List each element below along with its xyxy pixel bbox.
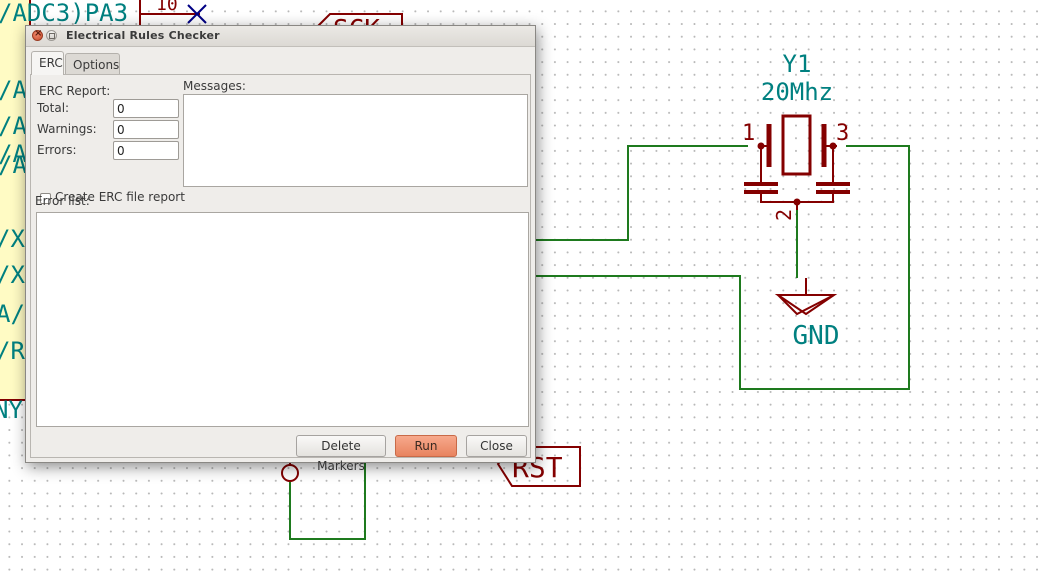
tab-erc[interactable]: ERC — [31, 51, 64, 75]
gnd-symbol[interactable]: GND — [774, 278, 840, 351]
messages-textarea[interactable] — [183, 94, 528, 187]
junction — [793, 198, 801, 206]
create-report-label[interactable]: Create ERC file report — [55, 190, 185, 204]
total-label: Total: — [37, 101, 70, 115]
component-value: 20Mhz — [761, 78, 833, 106]
run-button[interactable]: Run — [395, 435, 457, 457]
create-report-checkbox[interactable] — [40, 193, 51, 204]
wire — [536, 145, 748, 241]
no-connect-marker — [187, 4, 207, 24]
pin-label: /A — [0, 140, 27, 168]
errors-field[interactable] — [113, 141, 179, 160]
messages-label: Messages: — [183, 79, 246, 93]
errors-label: Errors: — [37, 143, 77, 157]
pin-label: /A — [0, 76, 27, 104]
crystal-y1[interactable]: Y1 20Mhz 1 3 2 — [742, 50, 850, 221]
pin-label: NY — [0, 396, 23, 424]
inverted-pin — [281, 464, 299, 482]
tab-options[interactable]: Options — [65, 53, 120, 75]
wires — [289, 145, 910, 540]
junction — [757, 142, 765, 150]
pin-label: /A — [0, 151, 27, 179]
pin-label: /ADC3)PA3 — [0, 0, 128, 27]
pin-number-1: 1 — [742, 121, 755, 146]
pin-label: A/ — [0, 300, 25, 328]
close-window-icon[interactable] — [32, 28, 43, 41]
pin-number-3: 3 — [836, 121, 849, 146]
erc-report-label: ERC Report: — [39, 84, 111, 98]
gnd-label: GND — [793, 321, 840, 351]
hier-label-sck-shape — [317, 13, 403, 27]
wire — [289, 462, 366, 540]
dialog-title: Electrical Rules Checker — [66, 29, 220, 42]
erc-dialog: Electrical Rules Checker ERC Options ERC… — [25, 25, 536, 473]
junction — [829, 142, 837, 150]
pin-number-2: 2 — [772, 209, 796, 221]
delete-markers-button[interactable]: Delete Markers — [296, 435, 386, 473]
dialog-titlebar[interactable]: Electrical Rules Checker — [26, 26, 535, 47]
error-list[interactable] — [36, 212, 529, 427]
warnings-label: Warnings: — [37, 122, 97, 136]
close-button[interactable]: Close — [466, 435, 527, 457]
error-list-label: Error list: — [35, 194, 90, 208]
total-field[interactable] — [113, 99, 179, 118]
pin-label: /A — [0, 112, 27, 140]
maximize-window-icon[interactable] — [46, 30, 57, 41]
pin-number: 10 — [156, 0, 178, 15]
warnings-field[interactable] — [113, 120, 179, 139]
component-ref: Y1 — [783, 50, 812, 78]
erc-tab-panel: ERC Report: Total: Warnings: Errors: Cre… — [30, 74, 531, 473]
wire — [536, 145, 910, 390]
